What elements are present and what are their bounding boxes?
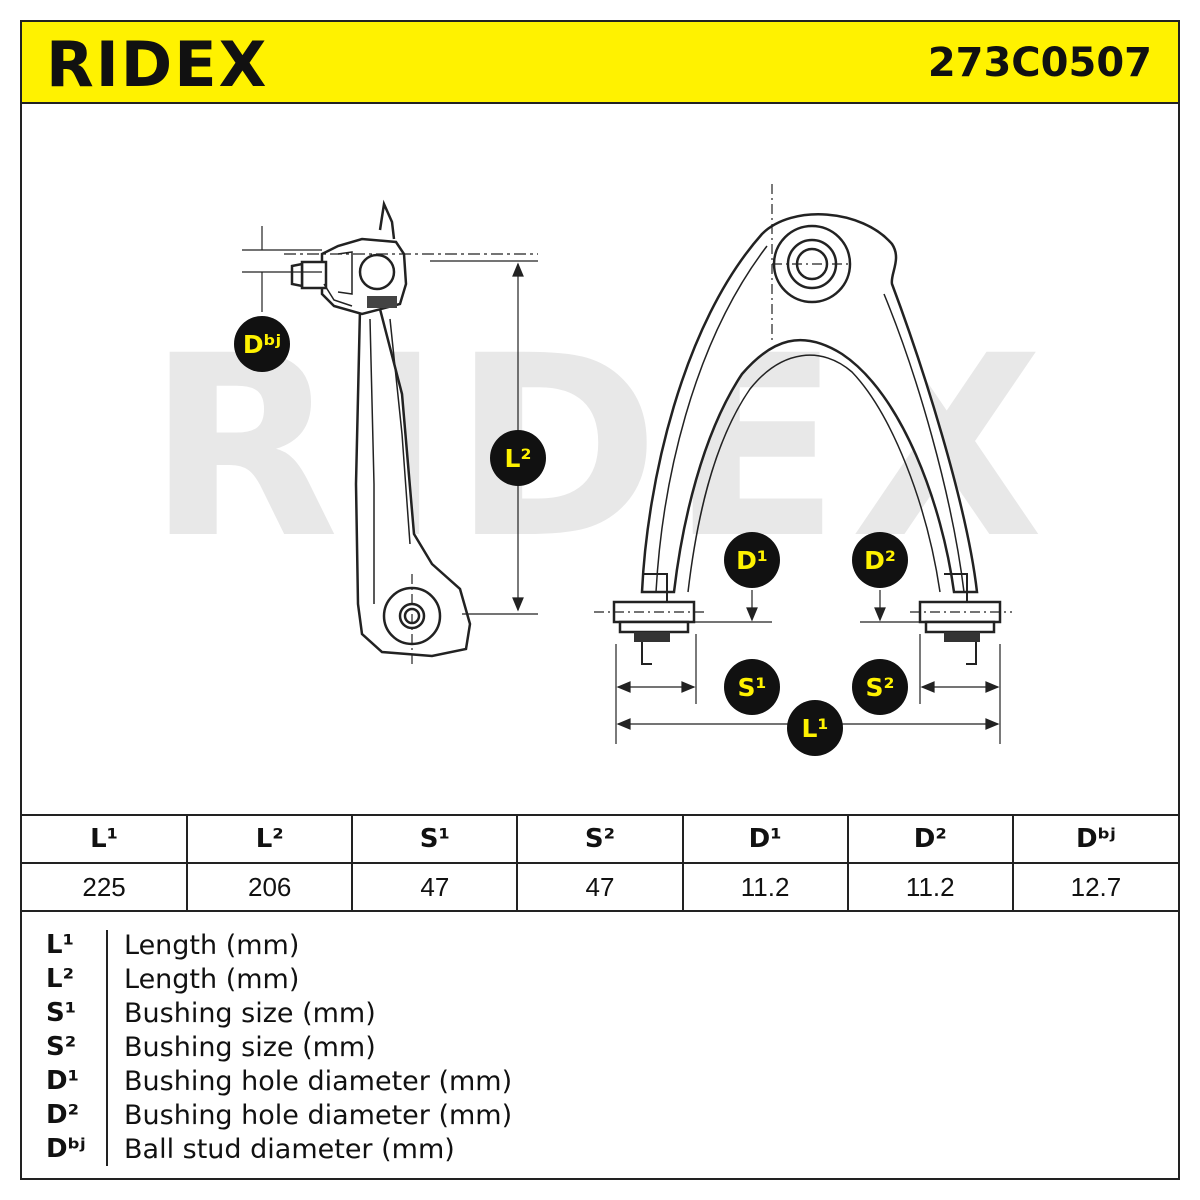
front-view-arm (612, 213, 1002, 665)
legend-key: L¹ (46, 930, 74, 960)
legend-desc: Bushing size (mm) (124, 1032, 376, 1063)
technical-drawing: RIDEX (147, 184, 1043, 756)
legend-item: S² Bushing size (mm) (22, 1032, 1178, 1066)
legend-desc: Bushing hole diameter (mm) (124, 1066, 513, 1097)
svg-text:L¹: L¹ (802, 714, 829, 743)
header-cell: S² (516, 814, 684, 864)
label-s2: S² (852, 659, 908, 715)
value-cell: 11.2 (846, 862, 1014, 912)
label-dbj: Dᵇʲ (234, 316, 290, 372)
spec-value-row: 225 206 47 47 11.2 11.2 12.7 (22, 862, 1178, 912)
part-number: 273C0507 (927, 40, 1152, 86)
legend-item: S¹ Bushing size (mm) (22, 998, 1178, 1032)
svg-text:L²: L² (505, 444, 532, 473)
legend: L¹ Length (mm) L² Length (mm) S¹ Bushing… (22, 916, 1178, 1178)
legend-key: Dᵇʲ (46, 1134, 86, 1164)
svg-text:D¹: D¹ (736, 546, 768, 575)
value-cell: 12.7 (1011, 862, 1178, 912)
legend-desc: Length (mm) (124, 964, 300, 995)
svg-text:S²: S² (866, 673, 895, 702)
header-cell: Dᵇʲ (1011, 814, 1178, 864)
spec-header-row: L¹ L² S¹ S² D¹ D² Dᵇʲ (22, 814, 1178, 864)
value-cell: 11.2 (681, 862, 849, 912)
spec-sheet-frame: RIDEX 273C0507 RIDEX (20, 20, 1180, 1180)
legend-key: S² (46, 1032, 77, 1062)
svg-text:D²: D² (864, 546, 896, 575)
legend-item: D¹ Bushing hole diameter (mm) (22, 1066, 1178, 1100)
value-cell: 47 (516, 862, 684, 912)
legend-key: D² (46, 1100, 79, 1130)
spec-table: L¹ L² S¹ S² D¹ D² Dᵇʲ 225 206 47 47 11.2… (22, 814, 1178, 912)
legend-item: L¹ Length (mm) (22, 930, 1178, 964)
legend-item: D² Bushing hole diameter (mm) (22, 1100, 1178, 1134)
legend-divider (106, 930, 108, 1166)
legend-key: S¹ (46, 998, 77, 1028)
label-l1: L¹ (787, 700, 843, 756)
header-bar: RIDEX 273C0507 (22, 22, 1178, 104)
side-view-arm (290, 199, 472, 658)
svg-text:Dᵇʲ: Dᵇʲ (243, 330, 281, 359)
legend-item: L² Length (mm) (22, 964, 1178, 998)
header-cell: L¹ (22, 814, 189, 864)
legend-desc: Bushing size (mm) (124, 998, 376, 1029)
label-d2: D² (852, 532, 908, 588)
brand-logo: RIDEX (46, 28, 269, 101)
value-cell: 206 (186, 862, 354, 912)
legend-desc: Length (mm) (124, 930, 300, 961)
header-cell: S¹ (351, 814, 519, 864)
label-d1: D¹ (724, 532, 780, 588)
value-cell: 225 (22, 862, 189, 912)
legend-key: L² (46, 964, 74, 994)
svg-text:S¹: S¹ (738, 673, 767, 702)
legend-desc: Ball stud diameter (mm) (124, 1134, 455, 1165)
header-cell: D² (846, 814, 1014, 864)
label-s1: S¹ (724, 659, 780, 715)
header-cell: L² (186, 814, 354, 864)
legend-desc: Bushing hole diameter (mm) (124, 1100, 513, 1131)
header-cell: D¹ (681, 814, 849, 864)
legend-key: D¹ (46, 1066, 79, 1096)
value-cell: 47 (351, 862, 519, 912)
label-l2: L² (490, 430, 546, 486)
legend-item: Dᵇʲ Ball stud diameter (mm) (22, 1134, 1178, 1168)
